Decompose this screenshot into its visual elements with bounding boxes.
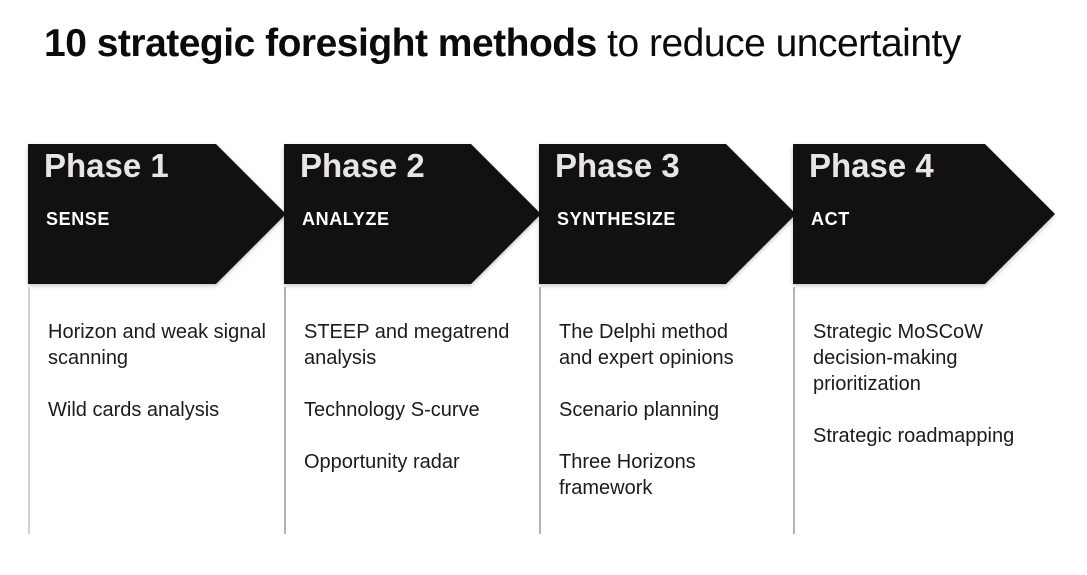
method-item: Horizon and weak signal scanning <box>48 321 266 369</box>
method-item: Three Horizons framework <box>559 451 696 499</box>
phase-heading: Phase 3 <box>555 147 680 184</box>
page-title-regular: to reduce uncertainty <box>596 22 961 65</box>
phase-arrow-1: Phase 1 SENSE <box>28 144 286 284</box>
page-title: 10 strategic foresight methods to reduce… <box>44 22 961 66</box>
phase-subtitle: ANALYZE <box>302 209 390 229</box>
method-item: Opportunity radar <box>304 451 460 473</box>
phase-arrow-shape: Phase 1 SENSE <box>28 144 286 284</box>
phase-heading: Phase 2 <box>300 147 425 184</box>
phase-arrow-3: Phase 3 SYNTHESIZE <box>539 144 796 284</box>
phase-arrow-4: Phase 4 ACT <box>793 144 1055 284</box>
method-item: Strategic MoSCoW decision-making priorit… <box>813 321 984 395</box>
phase-arrow-shape: Phase 3 SYNTHESIZE <box>539 144 796 284</box>
method-item: The Delphi method and expert opinions <box>559 321 734 369</box>
phase-subtitle: SYNTHESIZE <box>557 209 677 229</box>
phase-arrow-2: Phase 2 ANALYZE <box>284 144 541 284</box>
phase-arrow-shape: Phase 2 ANALYZE <box>284 144 541 284</box>
method-item: Scenario planning <box>559 399 720 421</box>
phase-subtitle: SENSE <box>46 209 111 229</box>
phase-subtitle: ACT <box>811 209 850 229</box>
phase-heading: Phase 1 <box>44 147 169 184</box>
phase-arrow-shape: Phase 4 ACT <box>793 144 1055 284</box>
method-item: Strategic roadmapping <box>813 425 1015 447</box>
phase-heading: Phase 4 <box>809 147 934 184</box>
method-item: Technology S-curve <box>304 399 480 421</box>
method-item: STEEP and megatrend analysis <box>304 321 510 369</box>
phase-column-4: Strategic MoSCoW decision-making priorit… <box>793 287 1063 534</box>
method-item: Wild cards analysis <box>48 399 220 421</box>
phase-column-2: STEEP and megatrend analysis Technology … <box>284 287 539 534</box>
phase-column-1: Horizon and weak signal scanning Wild ca… <box>28 287 284 534</box>
phase-column-3: The Delphi method and expert opinions Sc… <box>539 287 793 534</box>
page-title-bold: 10 strategic foresight methods <box>44 22 597 65</box>
